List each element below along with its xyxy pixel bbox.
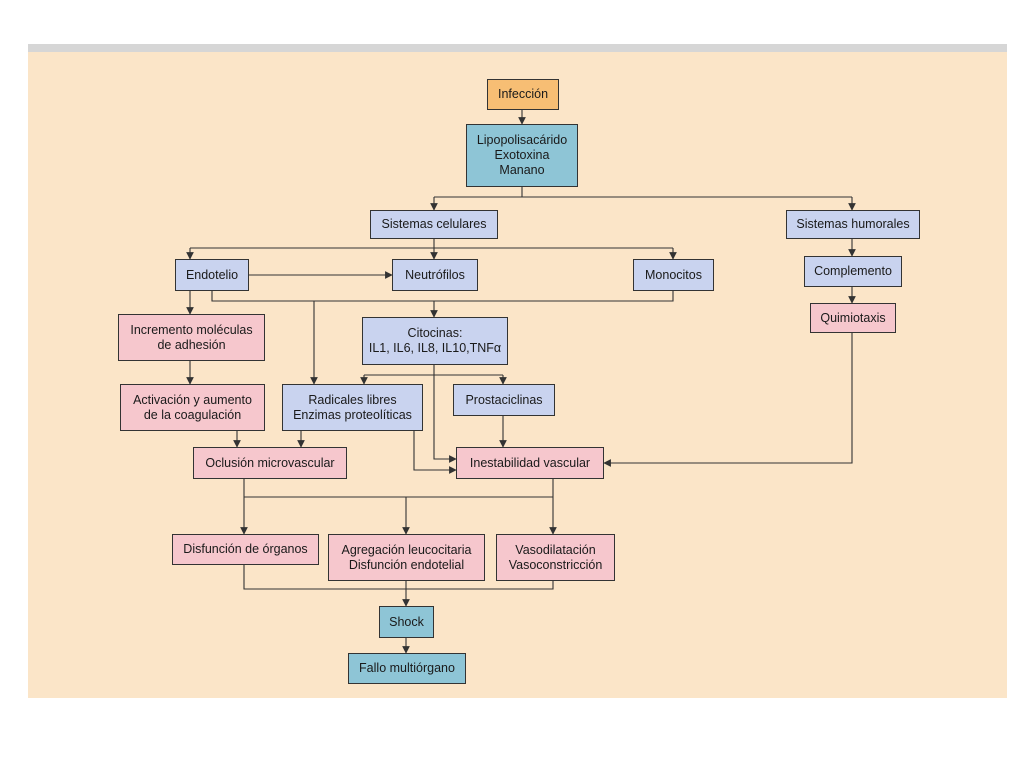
node-fallo-multiorgano: Fallo multiórgano <box>348 653 466 684</box>
node-vasodilatacion: Vasodilatación Vasoconstricción <box>496 534 615 581</box>
node-complemento: Complemento <box>804 256 902 287</box>
node-citocinas: Citocinas: IL1, IL6, IL8, IL10,TNFα <box>362 317 508 365</box>
node-sistemas-celulares: Sistemas celulares <box>370 210 498 239</box>
node-agregacion-leucocitaria: Agregación leucocitaria Disfunción endot… <box>328 534 485 581</box>
node-inestabilidad-vascular: Inestabilidad vascular <box>456 447 604 479</box>
node-sistemas-humorales: Sistemas humorales <box>786 210 920 239</box>
node-oclusion-microvascular: Oclusión microvascular <box>193 447 347 479</box>
node-monocitos: Monocitos <box>633 259 714 291</box>
node-endotelio: Endotelio <box>175 259 249 291</box>
node-disfuncion-organos: Disfunción de órganos <box>172 534 319 565</box>
node-neutrofilos: Neutrófilos <box>392 259 478 291</box>
top-divider-bar <box>28 44 1007 52</box>
node-radicales-libres: Radicales libres Enzimas proteolíticas <box>282 384 423 431</box>
node-prostaciclinas: Prostaciclinas <box>453 384 555 416</box>
node-incremento-moleculas: Incremento moléculas de adhesión <box>118 314 265 361</box>
node-activacion-coagulacion: Activación y aumento de la coagulación <box>120 384 265 431</box>
node-lipopolisacarido: Lipopolisacárido Exotoxina Manano <box>466 124 578 187</box>
node-infeccion: Infección <box>487 79 559 110</box>
node-shock: Shock <box>379 606 434 638</box>
node-quimiotaxis: Quimiotaxis <box>810 303 896 333</box>
